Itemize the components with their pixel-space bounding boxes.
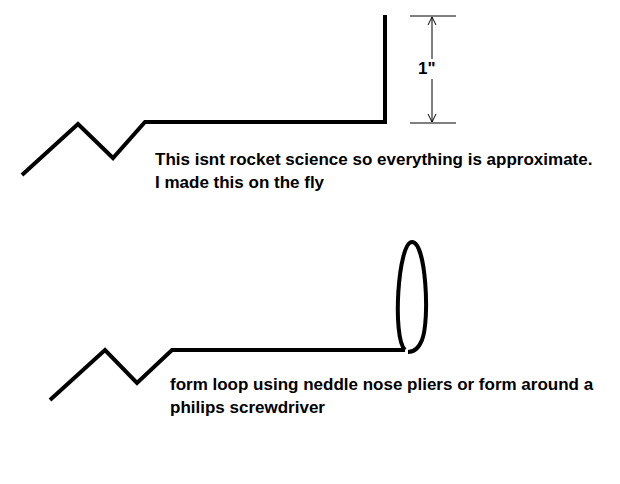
- dimension-label: 1": [416, 59, 438, 79]
- note-text: This isnt rocket science so everything i…: [155, 148, 595, 194]
- dimension-tick: [410, 123, 456, 124]
- note-text: form loop using neddle nose pliers or fo…: [170, 373, 600, 419]
- dimension-tick: [410, 16, 456, 17]
- wire-loop: [398, 242, 426, 352]
